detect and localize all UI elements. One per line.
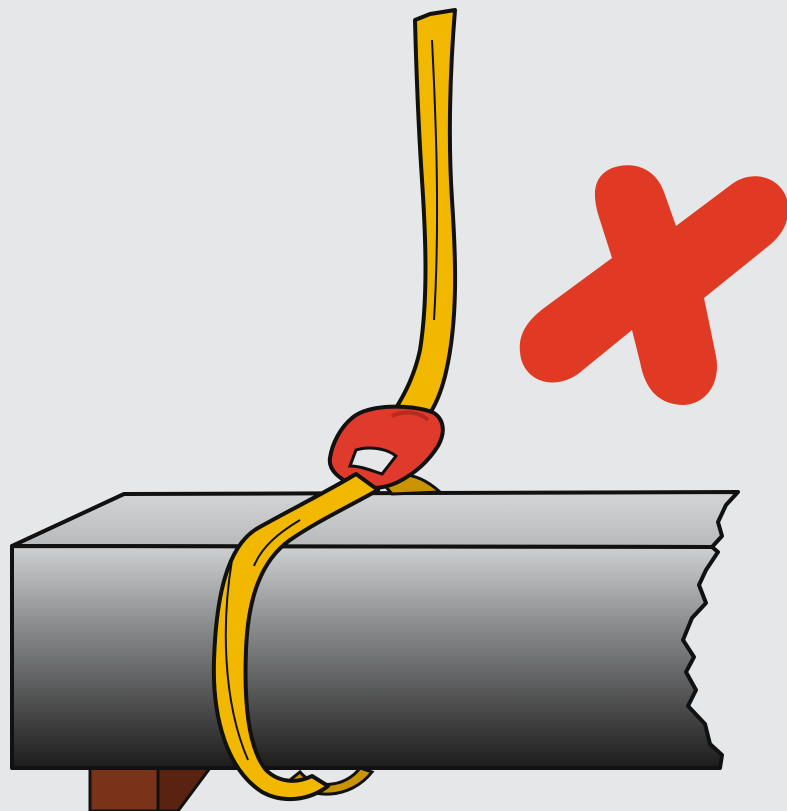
sling-front-loop xyxy=(211,472,380,802)
choker-hook xyxy=(327,404,445,491)
beam xyxy=(10,490,740,770)
support-block xyxy=(88,766,213,811)
beam-top-face xyxy=(10,490,740,549)
beam-front-face xyxy=(10,544,724,770)
sling-lifting-leg xyxy=(386,8,458,430)
red-x-mark-icon xyxy=(519,165,787,405)
